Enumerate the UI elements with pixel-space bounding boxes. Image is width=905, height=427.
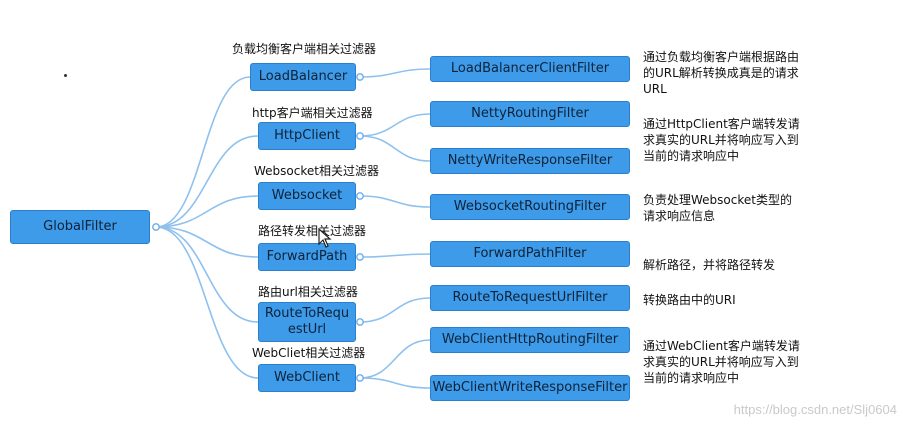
root-connector-4 [155,226,259,323]
filter-websocketroutingfilter-label: WebsocketRoutingFilter [453,199,607,214]
filter-webclienthttproutingfilter-label: WebClientHttpRoutingFilter [441,332,619,347]
filter-routetorequesturlfilter[interactable]: RouteToRequestUrlFilter [430,285,630,311]
root-collapse-handle[interactable] [152,223,160,231]
stray-dot [64,74,67,77]
filter-loadbalancerclientfilter[interactable]: LoadBalancerClientFilter [430,56,630,82]
group-title-webclient: WebCliet相关过滤器 [252,346,366,360]
desc-routetorequesturl: 转换路由中的URI [643,293,736,307]
desc-forwardpath: 解析路径，并将路径转发 [643,258,776,272]
filter-forwardpathfilter[interactable]: ForwardPathFilter [430,241,630,267]
node-collapse-handle-0[interactable] [356,73,364,81]
node-httpclient[interactable]: HttpClient [258,122,356,150]
child-connector-6 [359,339,431,379]
desc-httpclient: 通过HttpClient客户端转发请求真实的URL并将响应写入到当前的请求响应中 [643,117,800,163]
root-connector-5 [155,226,259,379]
filter-forwardpathfilter-label: ForwardPathFilter [473,246,587,261]
filter-webclienthttproutingfilter[interactable]: WebClientHttpRoutingFilter [430,327,630,353]
desc-webclient: 通过WebClient客户端转发请求真实的URL并将响应写入到当前的请求响应中 [643,339,800,385]
child-connector-2 [359,135,431,162]
filter-nettyroutingfilter-label: NettyRoutingFilter [471,106,589,121]
child-connector-7 [359,377,431,389]
root-node-globalfilter[interactable]: GlobalFilter [10,210,150,244]
group-title-routetorequesturl: 路由url相关过滤器 [258,285,358,299]
node-routetorequesturl-line2: estUrl [287,322,327,337]
node-collapse-handle-2[interactable] [356,192,364,200]
group-title-httpclient: http客户端相关过滤器 [252,106,373,120]
child-connector-0 [359,68,431,78]
child-connector-3 [359,195,431,208]
mouse-cursor-icon [318,228,332,248]
group-title-loadbalancer: 负载均衡客户端相关过滤器 [232,42,377,56]
filter-nettywriteresponsefilter-label: NettyWriteResponseFilter [447,153,613,168]
filter-nettywriteresponsefilter[interactable]: NettyWriteResponseFilter [430,148,630,174]
node-loadbalancer-label: LoadBalancer [258,69,348,84]
node-collapse-handle-4[interactable] [356,318,364,326]
group-title-websocket: Websocket相关过滤器 [254,164,379,178]
root-connector-3 [155,226,259,258]
root-node-label: GlobalFilter [43,219,117,234]
filter-routetorequesturlfilter-label: RouteToRequestUrlFilter [452,290,608,305]
node-collapse-handle-1[interactable] [356,132,364,140]
node-forwardpath[interactable]: ForwardPath [258,243,356,271]
node-websocket-label: Websocket [271,188,343,203]
node-collapse-handle-5[interactable] [356,374,364,382]
child-connector-4 [359,253,431,258]
child-connector-1 [359,113,431,137]
node-httpclient-label: HttpClient [274,128,340,143]
desc-websocket: 负责处理Websocket类型的请求响应信息 [643,193,792,223]
root-connector-1 [155,135,259,228]
node-webclient[interactable]: WebClient [258,364,356,392]
root-connector-2 [155,195,259,228]
root-connector-0 [155,76,251,228]
group-title-forwardpath: 路径转发相关过滤器 [258,224,367,238]
node-loadbalancer[interactable]: LoadBalancer [250,63,356,91]
filter-webclientwriteresponsefilter[interactable]: WebClientWriteResponseFilter [430,375,630,401]
child-connector-5 [359,297,431,323]
filter-websocketroutingfilter[interactable]: WebsocketRoutingFilter [430,194,630,220]
filter-nettyroutingfilter[interactable]: NettyRoutingFilter [430,101,630,127]
desc-loadbalancer: 通过负载均衡客户端根据路由的URL解析转换成真是的请求URL [643,50,800,96]
node-forwardpath-label: ForwardPath [266,249,348,264]
node-routetorequesturl[interactable]: RouteToRequ estUrl [258,302,356,342]
filter-webclientwriteresponsefilter-label: WebClientWriteResponseFilter [432,380,628,395]
watermark: https://blog.csdn.net/Slj0604 [733,402,897,417]
node-websocket[interactable]: Websocket [258,182,356,210]
filter-loadbalancerclientfilter-label: LoadBalancerClientFilter [450,61,610,76]
node-collapse-handle-3[interactable] [356,253,364,261]
node-webclient-label: WebClient [274,370,340,385]
node-routetorequesturl-line1: RouteToRequ [264,306,350,321]
